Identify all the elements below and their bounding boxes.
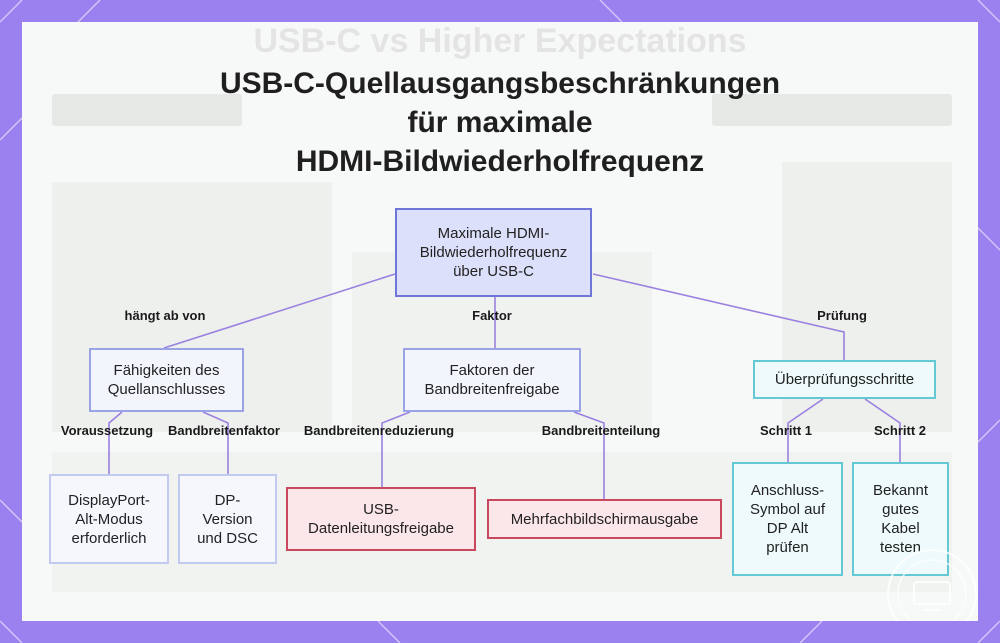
node-bandwidth-factors: Faktoren der Bandbreitenfreigabe	[403, 348, 581, 412]
edge-label-requirement: Voraussetzung	[61, 423, 153, 439]
edge-label-step2: Schritt 2	[874, 423, 926, 439]
edge-source-dpalt	[109, 412, 122, 474]
node-step1-check-symbol: Anschluss- Symbol auf DP Alt prüfen	[732, 462, 843, 576]
edge-label-step1: Schritt 1	[760, 423, 812, 439]
diagram-card: USB-C vs Higher Expectations USB-C-Quell…	[22, 22, 978, 621]
edge-source-dpversion	[203, 412, 228, 474]
node-usb-data-release: USB- Datenleitungsfreigabe	[286, 487, 476, 551]
edge-label-bw-sharing: Bandbreitenteilung	[542, 423, 660, 439]
node-source-capabilities: Fähigkeiten des Quellanschlusses	[89, 348, 244, 412]
edge-label-depends: hängt ab von	[125, 308, 206, 324]
edge-label-factor: Faktor	[472, 308, 512, 324]
edge-label-check: Prüfung	[817, 308, 867, 324]
edge-label-bw-reduction: Bandbreitenreduzierung	[304, 423, 454, 439]
edge-root-verify	[593, 274, 844, 360]
node-multi-display: Mehrfachbildschirmausgabe	[487, 499, 722, 539]
node-verification-steps: Überprüfungsschritte	[753, 360, 936, 399]
watermark-logo-icon	[884, 546, 978, 621]
edge-label-bw-factor: Bandbreitenfaktor	[168, 423, 280, 439]
node-root: Maximale HDMI- Bildwiederholfrequenz übe…	[395, 208, 592, 297]
node-dp-version-dsc: DP- Version und DSC	[178, 474, 277, 564]
node-dp-alt-mode: DisplayPort- Alt-Modus erforderlich	[49, 474, 169, 564]
